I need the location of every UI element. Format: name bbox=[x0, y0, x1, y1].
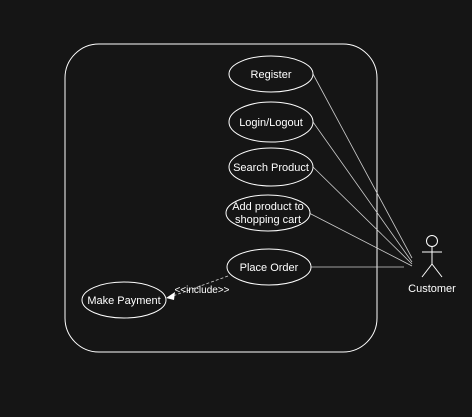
association-login bbox=[312, 121, 413, 263]
use-case-register[interactable]: Register bbox=[228, 55, 314, 93]
use-case-search-label: Search Product bbox=[233, 162, 309, 174]
actor-customer[interactable]: Customer bbox=[408, 235, 456, 296]
use-case-search[interactable]: Search Product bbox=[228, 147, 314, 187]
use-case-add-cart-label-line1: Add product to bbox=[232, 201, 304, 213]
include-line bbox=[169, 275, 229, 298]
include-label: <<include>> bbox=[174, 285, 229, 296]
actor-head bbox=[426, 235, 438, 247]
actor-right-leg bbox=[431, 263, 443, 278]
use-case-login-label: Login/Logout bbox=[239, 117, 303, 129]
use-case-make-payment-label: Make Payment bbox=[87, 295, 160, 307]
use-case-login[interactable]: Login/Logout bbox=[228, 101, 314, 143]
use-case-register-label: Register bbox=[251, 69, 292, 81]
use-case-place-order-shape bbox=[226, 248, 312, 286]
use-case-add-cart[interactable]: Add product to shopping cart bbox=[225, 194, 311, 232]
use-case-login-shape bbox=[228, 101, 314, 143]
use-case-search-shape bbox=[228, 147, 314, 187]
use-case-register-shape bbox=[228, 55, 314, 93]
actor-left-leg bbox=[421, 263, 433, 278]
use-case-place-order[interactable]: Place Order bbox=[226, 248, 312, 286]
system-boundary bbox=[64, 43, 378, 353]
association-add-cart bbox=[308, 212, 413, 267]
actor-label: Customer bbox=[408, 283, 456, 295]
association-register bbox=[312, 73, 413, 259]
association-search bbox=[312, 166, 413, 265]
include-arrowhead bbox=[166, 292, 175, 300]
use-case-place-order-label: Place Order bbox=[240, 262, 299, 274]
use-case-make-payment-shape bbox=[81, 281, 167, 319]
use-case-make-payment[interactable]: Make Payment bbox=[81, 281, 167, 319]
use-case-add-cart-label-line2: shopping cart bbox=[235, 214, 301, 226]
use-case-add-cart-shape bbox=[225, 194, 311, 232]
